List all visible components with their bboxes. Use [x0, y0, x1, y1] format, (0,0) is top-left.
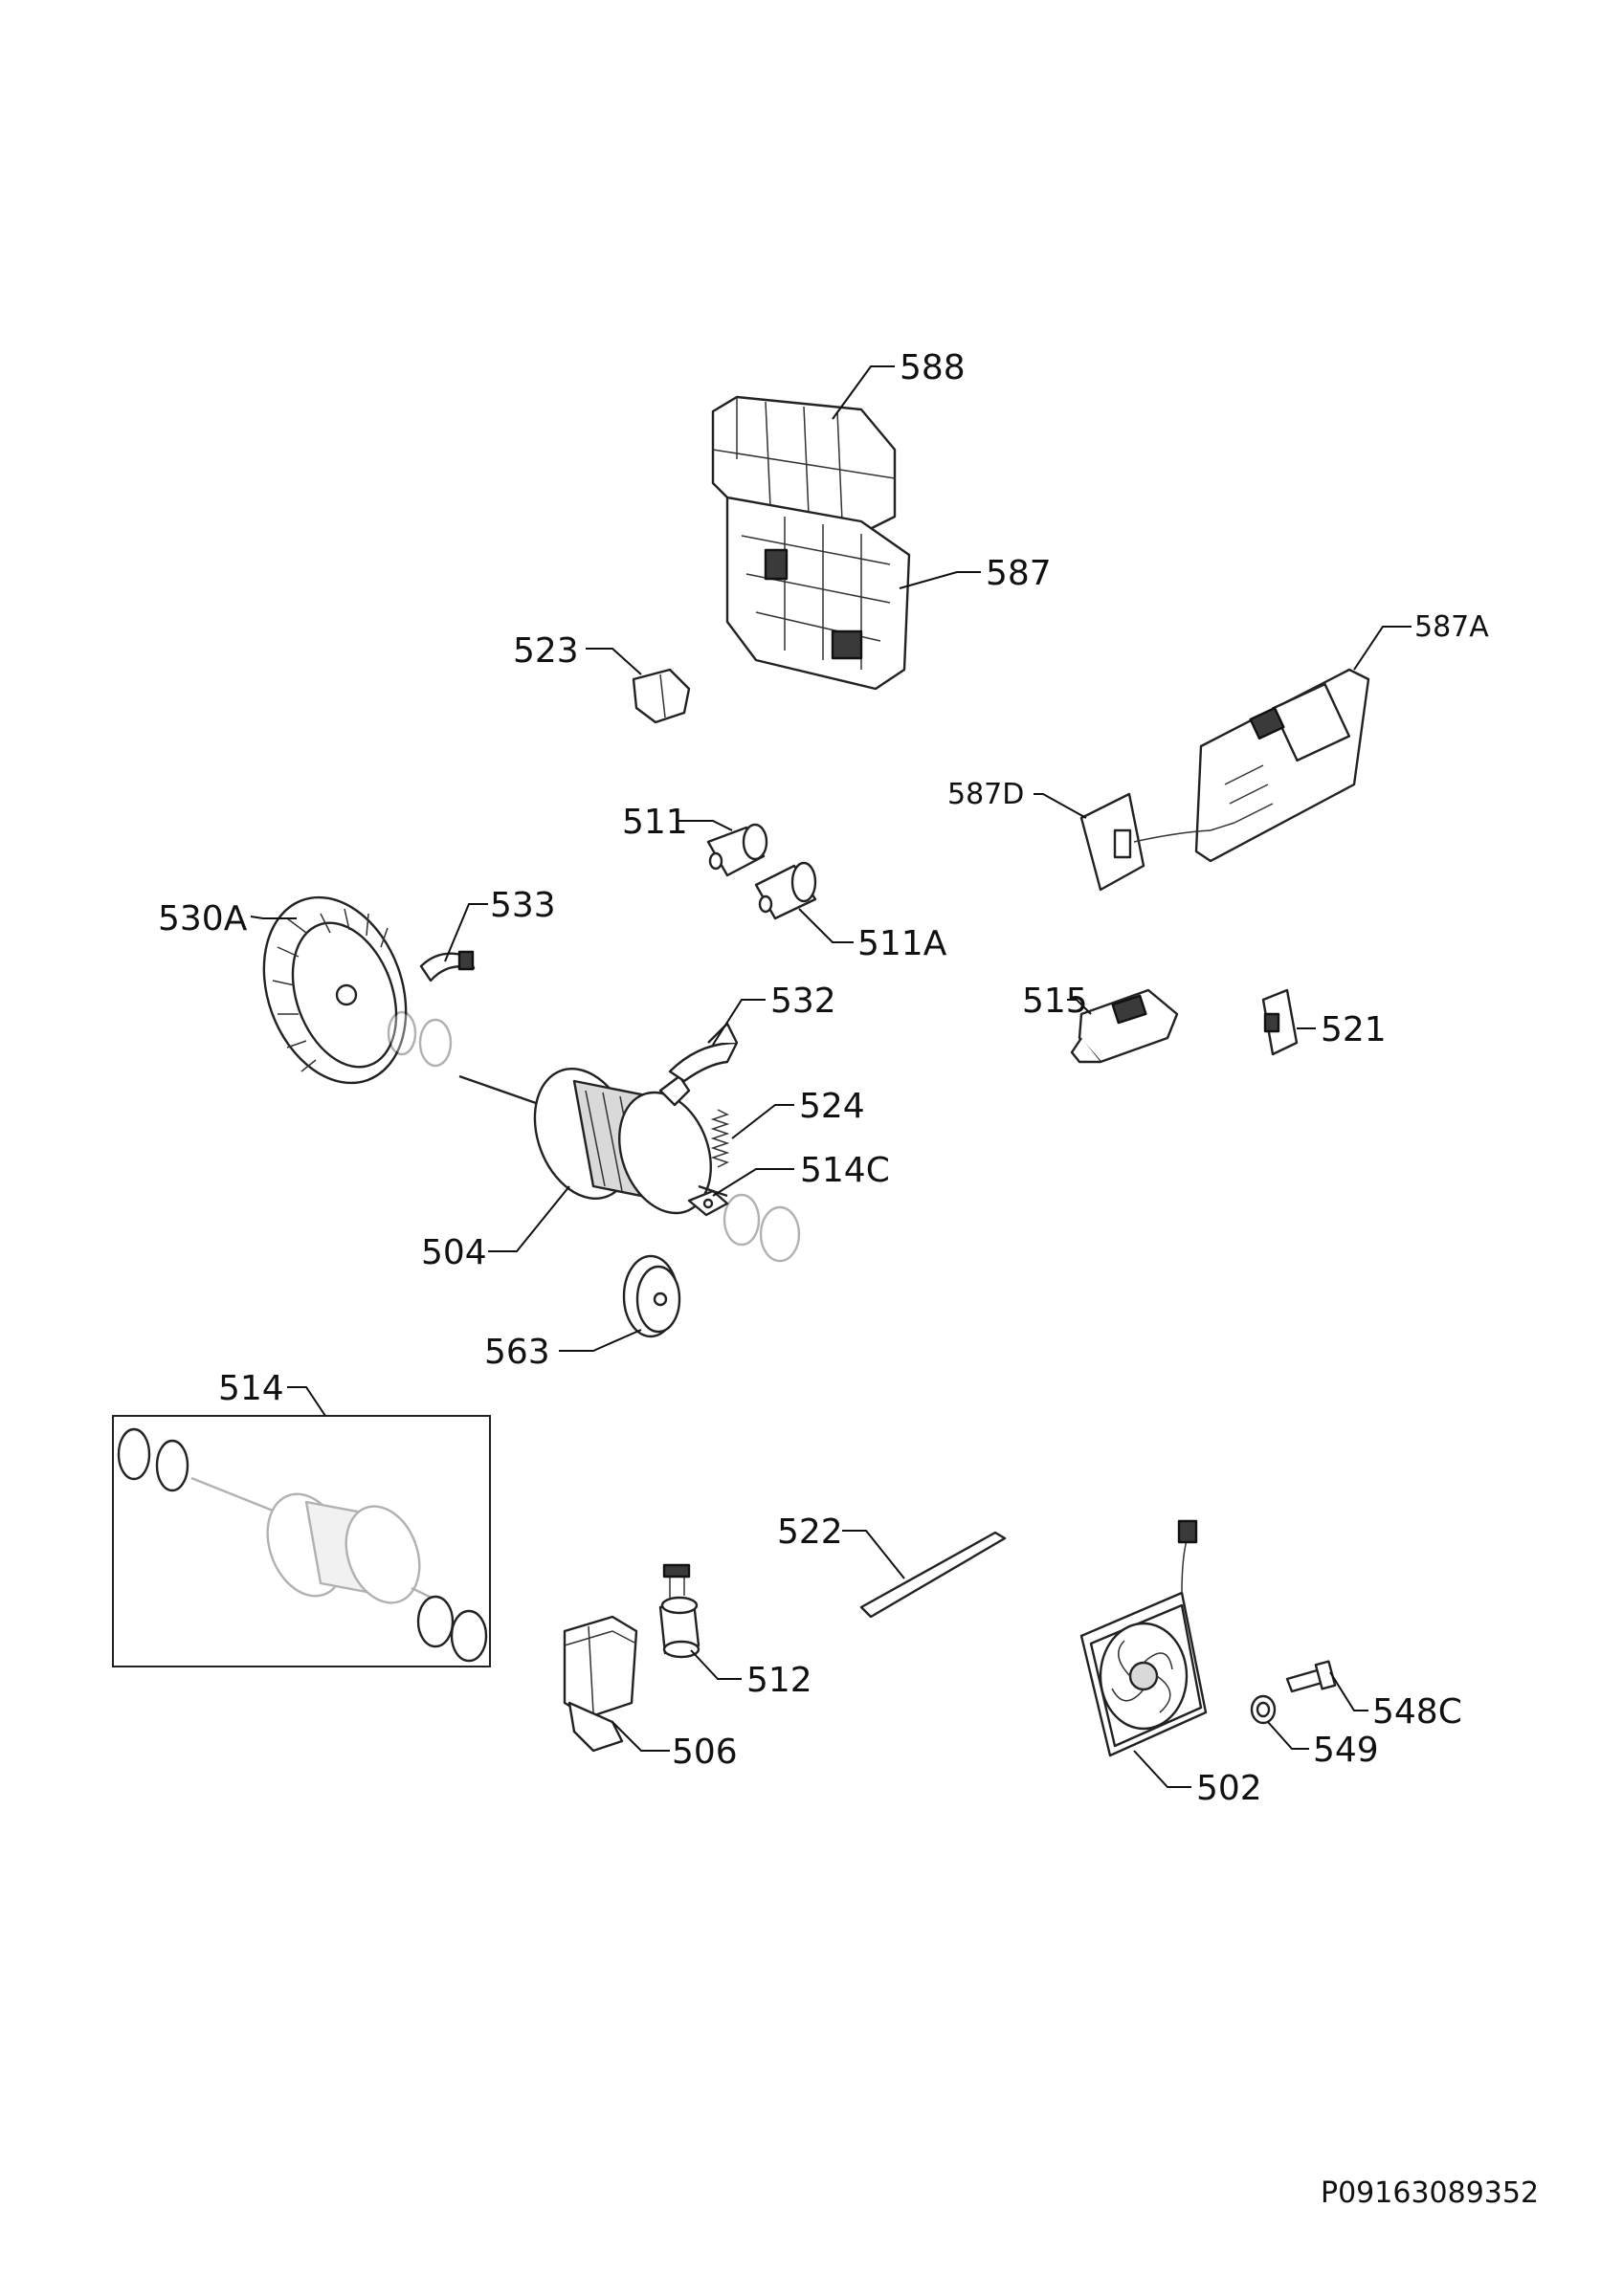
label-523: 523 — [513, 631, 579, 671]
label-548C: 548C — [1372, 1692, 1462, 1732]
part-504-motor — [458, 1068, 728, 1215]
label-533: 533 — [490, 886, 556, 925]
part-524-spring — [710, 1109, 730, 1168]
label-521: 521 — [1321, 1010, 1387, 1049]
part-506-pump — [563, 1615, 638, 1753]
label-587A: 587A — [1414, 610, 1489, 644]
document-id: P09163089352 — [1321, 2176, 1539, 2210]
part-514C-washer — [687, 1189, 729, 1217]
part-587D-sub-board — [1079, 792, 1235, 892]
part-563-pulley — [622, 1254, 681, 1338]
part-587A-display-board — [1194, 668, 1370, 863]
label-502: 502 — [1196, 1769, 1262, 1808]
label-514C: 514C — [800, 1151, 890, 1190]
label-549: 549 — [1313, 1731, 1379, 1770]
part-bearing-rings-fan-side — [387, 1010, 453, 1068]
label-522: 522 — [777, 1512, 843, 1552]
part-bearing-rings-motor-side — [723, 1193, 801, 1263]
part-530A-fan-wheel — [262, 895, 408, 1085]
part-521-sensor — [1261, 988, 1299, 1056]
label-587: 587 — [986, 554, 1052, 593]
label-587D: 587D — [947, 778, 1024, 811]
label-524: 524 — [799, 1087, 865, 1126]
label-514: 514 — [218, 1369, 284, 1408]
part-587-control-board — [725, 496, 911, 691]
part-512-capacitor — [658, 1563, 700, 1659]
label-563: 563 — [484, 1333, 550, 1372]
label-532: 532 — [770, 982, 836, 1021]
part-502-cooling-fan — [1079, 1519, 1208, 1757]
part-532-motor-cover — [668, 1022, 739, 1083]
part-522-strip — [859, 1531, 1007, 1619]
part-549-seal — [1250, 1694, 1277, 1725]
part-548C-fitting — [1285, 1660, 1337, 1693]
part-515-switch — [1070, 988, 1179, 1064]
label-511: 511 — [622, 803, 688, 842]
label-504: 504 — [421, 1233, 487, 1272]
label-511A: 511A — [857, 924, 947, 963]
part-523-clip — [632, 668, 691, 724]
label-515: 515 — [1022, 982, 1088, 1021]
part-511A-capacitor — [754, 861, 817, 920]
label-530A: 530A — [158, 899, 248, 938]
part-588-cover — [711, 395, 897, 533]
part-514-motor-assembly-box — [112, 1415, 491, 1667]
part-511-capacitor — [706, 823, 768, 877]
part-533-clamp — [419, 950, 476, 982]
label-512: 512 — [746, 1661, 812, 1700]
label-588: 588 — [900, 348, 966, 387]
label-506: 506 — [672, 1733, 738, 1772]
